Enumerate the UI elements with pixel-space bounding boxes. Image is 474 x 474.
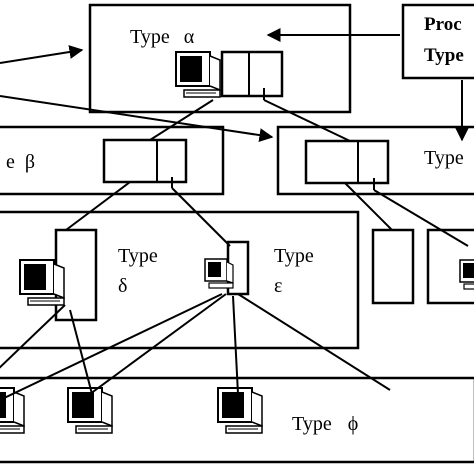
type-gamma-group [276,125,474,196]
proc-label-line1: Proc [424,14,462,35]
gamma-computer-icon [459,259,474,290]
gamma-tower-unit [371,228,415,305]
proc-type-box [401,3,474,80]
type-delta-symbol: δ [118,275,127,297]
alpha-server-unit [220,50,284,98]
alpha-computer-icon [175,51,221,98]
type-epsilon-label: Type [274,245,314,267]
type-epsilon-symbol: ε [274,275,282,297]
connection-lines [0,99,469,401]
type-phi-group [0,376,474,464]
gamma-server-unit [304,139,390,185]
type-delta-label: Type [118,245,158,267]
gamma-workstation-box [426,228,474,305]
beta-server-unit [102,138,188,184]
type-gamma-label: Type [424,147,464,169]
arrow-left-to-gamma [0,95,274,143]
type-alpha-group [88,3,352,114]
phi-computer-icon-3 [217,387,263,434]
proc-label-line2: Type [424,45,464,66]
type-delta-epsilon-group [0,210,360,350]
arrow-left-to-alpha [0,45,84,64]
type-beta-group [0,125,225,196]
delta-computer-icon [19,259,65,306]
phi-computer-icon-2 [67,387,113,434]
epsilon-computer-icon [204,258,234,289]
